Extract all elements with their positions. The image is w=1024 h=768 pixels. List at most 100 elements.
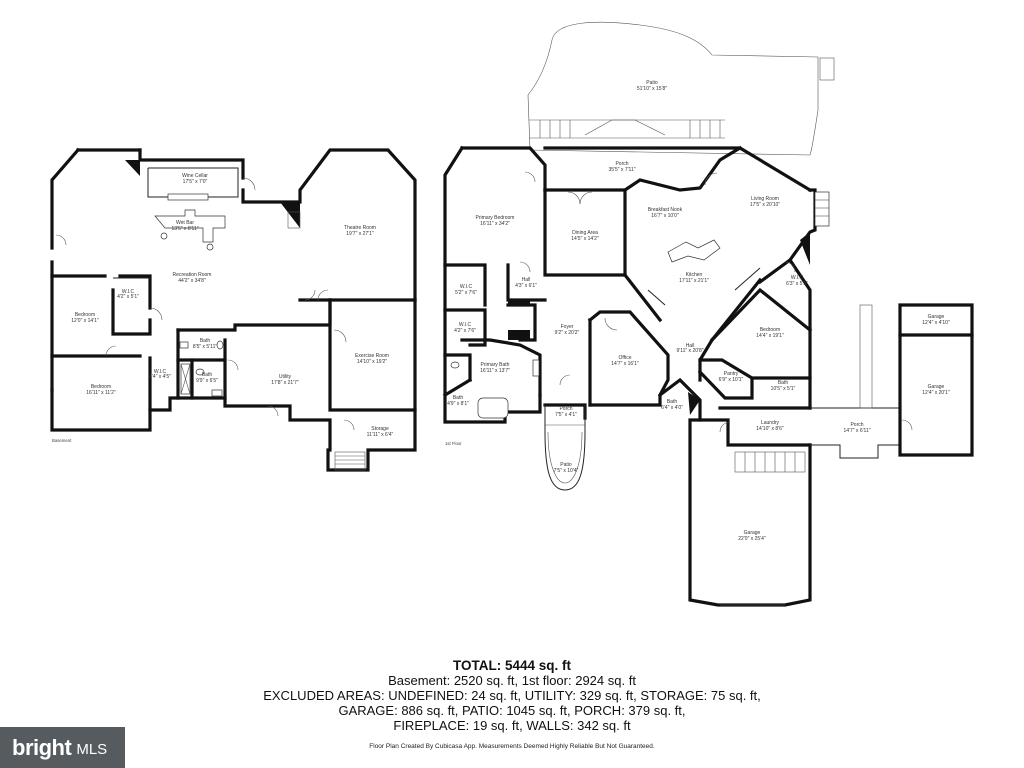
wet-bar-counter: [154, 209, 226, 243]
room-dims: 14'10" x 19'2": [357, 359, 387, 365]
room-name: Primary Bedroom: [476, 215, 515, 221]
room-dims: 9'11" x 20'8": [676, 348, 703, 354]
room-dims: 17'8" x 21'7": [271, 380, 299, 386]
room-name: Storage: [371, 426, 389, 432]
room-dims: 14'4" x 19'1": [756, 333, 784, 339]
room-name: Bath: [202, 372, 213, 378]
room-name: Porch: [559, 406, 572, 412]
room-name: Breakfast Nook: [648, 207, 683, 213]
floor-plan-drawing: Wine Cellar 17'5" x 7'0" Wet Bar 13'5" x…: [50, 21, 974, 607]
room-dims: 22'0" x 25'4": [738, 536, 766, 542]
excluded-areas-line-1: EXCLUDED AREAS: UNDEFINED: 24 sq. ft, UT…: [263, 688, 761, 703]
room-dims: 11'11" x 6'4": [367, 432, 394, 438]
room-dims: 6'9" x 10'1": [719, 377, 744, 383]
room-name: Wine Cellar: [182, 173, 208, 179]
room-name: Utility: [279, 374, 292, 380]
room-name: W.I.C: [122, 289, 135, 295]
room-dims: 9'9" x 6'5": [196, 378, 218, 384]
room-dims: 14'10" x 8'6": [756, 426, 784, 432]
room-dims: 10'5" x 5'1": [771, 386, 796, 392]
room-dims: 9'2" x 20'2": [555, 330, 580, 336]
room-dims: 4'9" x 8'1": [447, 401, 469, 407]
rear-patio: [527, 21, 819, 156]
logo-main-text: bright: [12, 734, 72, 760]
room-name: Bath: [667, 399, 678, 405]
room-name: Pantry: [724, 371, 739, 377]
room-dims: 12'0" x 14'1": [71, 318, 99, 324]
room-name: Wet Bar: [176, 220, 194, 226]
basement-floor-label: Basement: [52, 438, 72, 443]
room-dims: 4'3" x 6'1": [515, 283, 537, 289]
room-dims: 12'4" x 20'1": [922, 390, 950, 396]
room-name: Bath: [200, 338, 211, 344]
room-dims: 16'11" x 13'7": [480, 368, 510, 374]
room-name: Bath: [453, 395, 464, 401]
room-name: Bedroom: [91, 384, 111, 390]
room-dims: 16'11" x 34'2": [480, 221, 510, 227]
room-name: Theatre Room: [344, 225, 376, 231]
total-area: TOTAL: 5444 sq. ft: [452, 658, 572, 673]
room-dims: 14'7" x 6'11": [843, 428, 870, 434]
room-dims: 17'5" x 7'0": [183, 179, 208, 185]
room-name: Foyer: [561, 324, 574, 330]
logo-sub-text: MLS: [76, 741, 108, 758]
room-dims: 51'10" x 15'8": [637, 86, 667, 92]
room-dims: 19'7" x 27'1": [346, 231, 374, 237]
room-name: Living Room: [751, 196, 779, 202]
first-floor-label: 1st Floor: [445, 441, 462, 446]
first-floor-plan: Patio 51'10" x 15'8" Porch 35'5" x 7'11"…: [442, 21, 974, 607]
room-name: Porch: [615, 161, 628, 167]
room-name: Exercise Room: [355, 353, 389, 359]
room-dims: 35'5" x 7'11": [608, 167, 635, 173]
room-name: W.I.C: [459, 322, 472, 328]
room-dims: 16'11" x 11'2": [86, 390, 116, 396]
floor-areas: Basement: 2520 sq. ft, 1st floor: 2924 s…: [388, 673, 636, 688]
room-dims: 4'4" x 4'5": [149, 374, 171, 380]
room-name: Primary Bath: [481, 362, 510, 368]
area-summary: TOTAL: 5444 sq. ft Basement: 2520 sq. ft…: [0, 658, 1024, 733]
room-name: W.I.C: [460, 284, 473, 290]
credit-line: Floor Plan Created By Cubicasa App. Meas…: [369, 743, 655, 750]
room-name: Garage: [744, 530, 761, 536]
room-name: Dining Area: [572, 230, 598, 236]
room-name: W.I.C: [154, 369, 167, 375]
fireplace: [814, 191, 830, 227]
room-dims: 14'5" x 14'2": [571, 236, 599, 242]
room-dims: 8'5" x 5'11": [193, 344, 217, 350]
room-dims: 17'5" x 20'10": [750, 202, 780, 208]
room-dims: 4'2" x 5'1": [117, 294, 139, 300]
room-name: Bath: [778, 380, 789, 386]
room-dims: 14'7" x 16'1": [611, 361, 639, 367]
room-name: Recreation Room: [173, 272, 212, 278]
room-dims: 16'7" x 10'0": [651, 213, 679, 219]
room-dims: 44'2" x 34'8": [178, 278, 206, 284]
room-name: Hall: [686, 343, 695, 349]
garage-steps: [734, 451, 806, 473]
room-dims: 13'5" x 8'11": [171, 226, 198, 232]
basement-plan: Wine Cellar 17'5" x 7'0" Wet Bar 13'5" x…: [50, 147, 417, 472]
room-name: Bedroom: [760, 327, 780, 333]
room-dims: 17'11" x 21'1": [679, 278, 709, 284]
basement-stairs: [334, 451, 366, 471]
wine-rack: [167, 193, 209, 201]
room-name: W.I.C: [791, 275, 804, 281]
room-dims: 4'2" x 7'6": [454, 328, 476, 334]
excluded-areas-line-3: FIREPLACE: 19 sq. ft, WALLS: 342 sq. ft: [393, 718, 631, 733]
room-name: Office: [619, 355, 632, 361]
room-name: Patio: [646, 80, 658, 86]
room-name: Garage: [928, 314, 945, 320]
bright-mls-logo: bright MLS: [0, 727, 125, 768]
room-name: Garage: [928, 384, 945, 390]
room-name: Porch: [850, 422, 863, 428]
kitchen-island: [667, 239, 721, 263]
room-name: Hall: [522, 277, 531, 283]
room-name: Laundry: [761, 420, 780, 426]
room-dims: 7'5" x 10'4": [554, 468, 579, 474]
room-dims: 6'3" x 5'5": [786, 281, 808, 287]
room-name: Bedroom: [75, 312, 95, 318]
excluded-areas-line-2: GARAGE: 886 sq. ft, PATIO: 1045 sq. ft, …: [338, 703, 686, 718]
room-name: Patio: [560, 462, 572, 468]
room-dims: 6'4" x 4'0": [661, 405, 683, 411]
room-dims: 7'5" x 4'1": [555, 412, 577, 418]
room-dims: 12'4" x 4'10": [922, 320, 950, 326]
